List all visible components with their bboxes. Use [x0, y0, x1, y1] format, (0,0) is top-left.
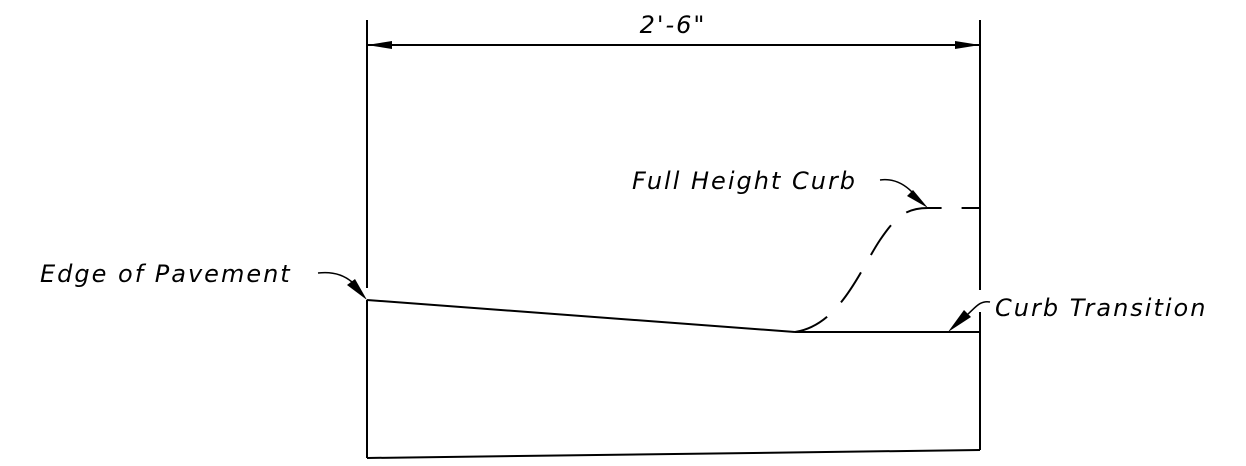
full-height-curb-arrow	[907, 190, 928, 208]
full-height-curb-leader	[879, 178, 913, 193]
section-bottom	[366, 449, 981, 459]
full-height-curb-label: Full Height Curb	[632, 167, 857, 195]
edge-of-pavement-leader	[317, 271, 353, 283]
curb-transition-label: Curb Transition	[995, 294, 1207, 322]
curb-transition-arrow	[948, 310, 971, 332]
pavement-slope-line	[366, 299, 796, 333]
edge-of-pavement-arrow	[347, 279, 367, 300]
dimension-arrow-right	[955, 41, 980, 49]
dimension-arrow-left	[367, 41, 392, 49]
curb-transition-leader	[967, 300, 991, 315]
edge-of-pavement-label: Edge of Pavement	[40, 260, 292, 288]
full-height-curb-profile	[794, 207, 980, 333]
dimension-label: 2'-6"	[640, 11, 707, 39]
